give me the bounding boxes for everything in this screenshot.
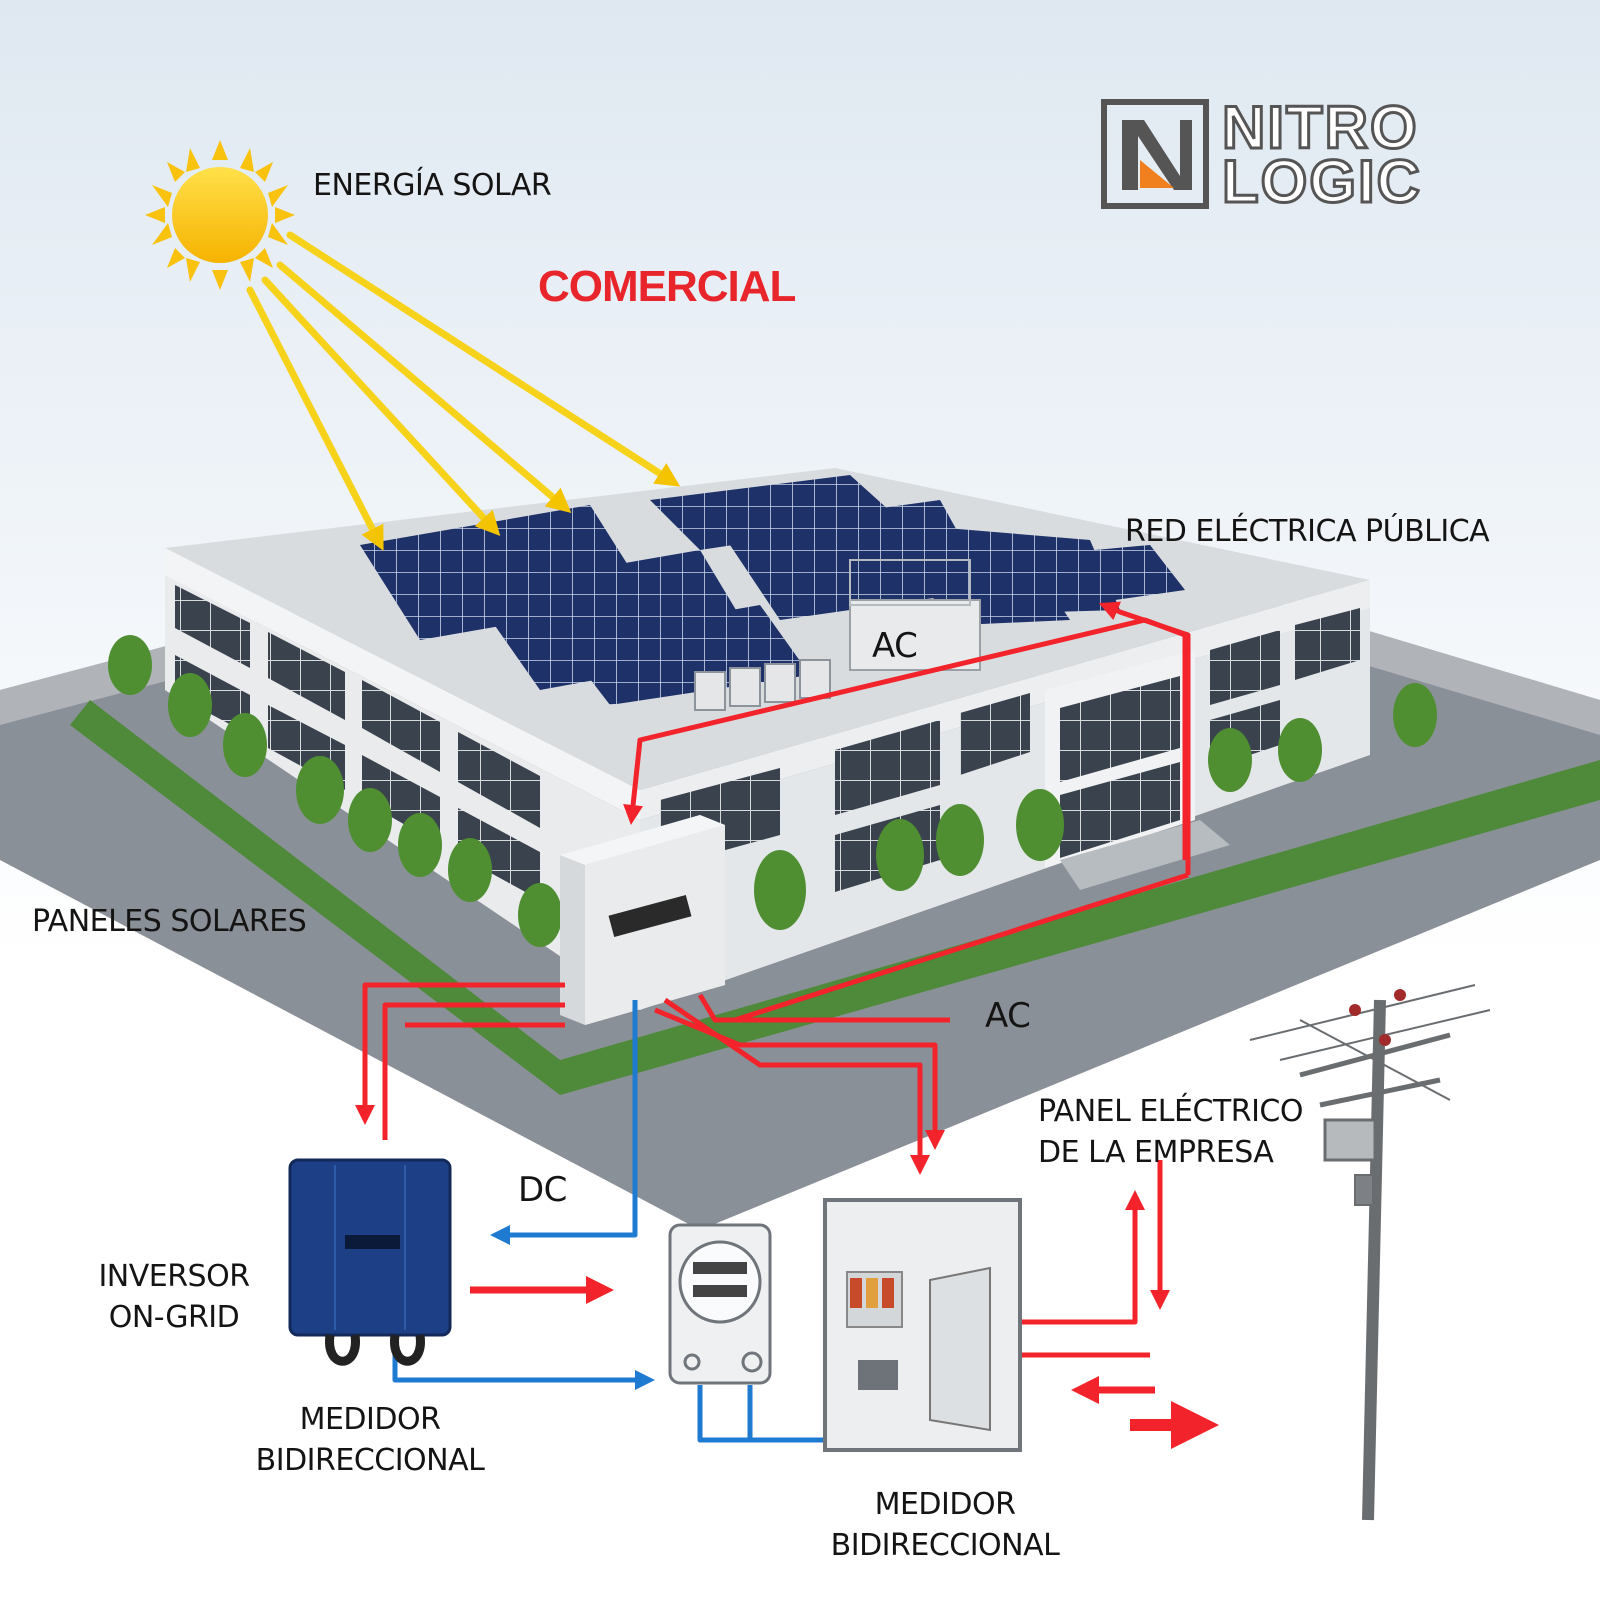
- inverter-icon: [288, 1158, 452, 1366]
- label-company-panel-line2: DE LA EMPRESA: [1038, 1135, 1274, 1170]
- label-solar-panels: PANELES SOLARES: [32, 904, 307, 939]
- sun-icon: [145, 140, 295, 290]
- label-meter-bottom-line1: MEDIDOR: [874, 1487, 1016, 1522]
- meter-icon: [668, 1223, 772, 1385]
- utility-pole-icon: [1249, 984, 1491, 1521]
- ac-flow-lines: [355, 601, 1219, 1449]
- trees: [108, 635, 1437, 947]
- page-title: COMERCIAL: [538, 262, 796, 311]
- wall-cabinet: [560, 815, 725, 1025]
- label-dc: DC: [518, 1170, 567, 1210]
- label-company-panel-line1: PANEL ELÉCTRICO: [1038, 1094, 1304, 1129]
- label-solar-energy: ENERGÍA SOLAR: [313, 168, 552, 203]
- label-meter-left-line1: MEDIDOR: [299, 1402, 441, 1437]
- logo-word-2: LOGIC: [1221, 148, 1422, 215]
- breaker-panel-icon: [823, 1198, 1022, 1452]
- label-ac-main: AC: [985, 996, 1031, 1036]
- label-meter-left-line2: BIDIRECCIONAL: [255, 1443, 485, 1478]
- label-inverter-line1: INVERSOR: [98, 1259, 250, 1294]
- brand-logo: NITRO LOGIC: [1100, 94, 1500, 215]
- logo-mark-icon: [1101, 99, 1209, 209]
- logo-word-1: NITRO: [1221, 94, 1419, 161]
- label-inverter-line2: ON-GRID: [108, 1300, 240, 1335]
- label-ac-roof: AC: [872, 626, 918, 666]
- label-public-grid: RED ELÉCTRICA PÚBLICA: [1125, 514, 1490, 549]
- label-meter-bottom-line2: BIDIRECCIONAL: [830, 1528, 1060, 1563]
- sun-rays: [246, 231, 681, 551]
- rooftop-ac-units: [694, 559, 981, 711]
